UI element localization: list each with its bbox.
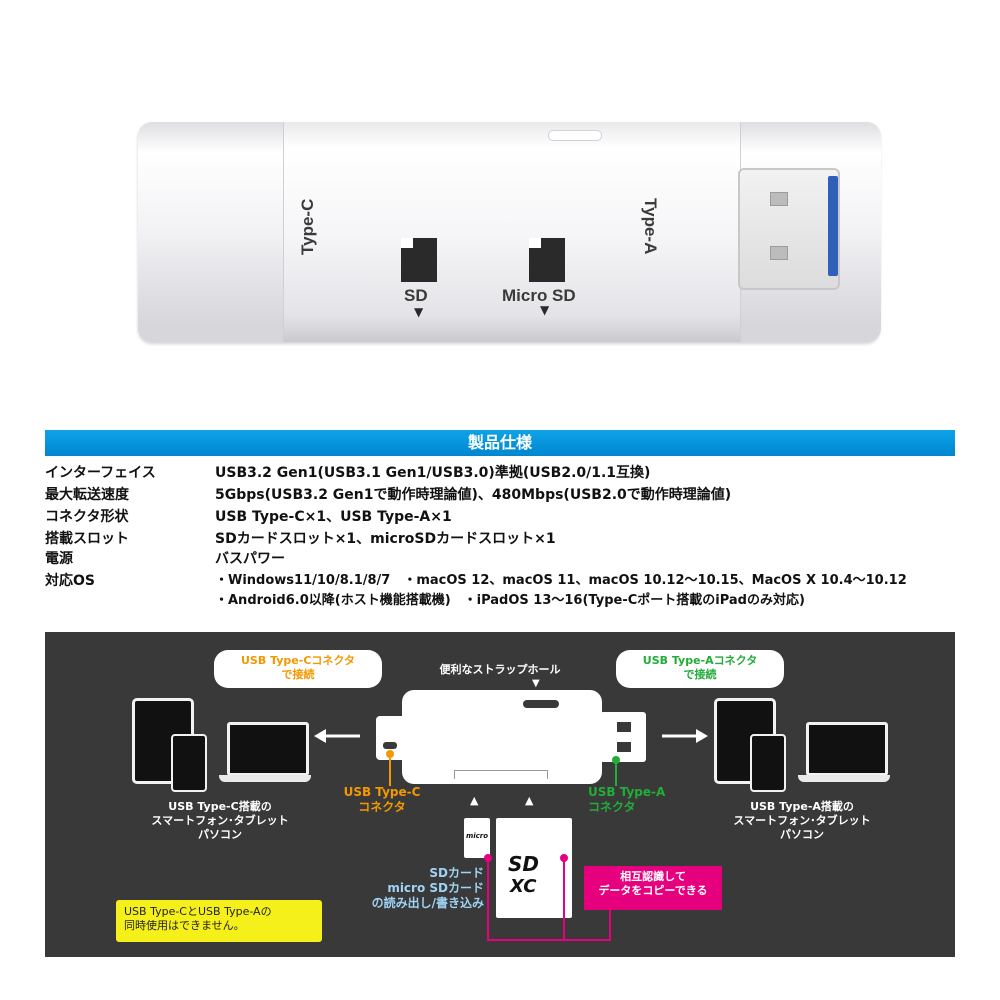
reader-illustration bbox=[402, 690, 602, 784]
label-type-c: Type-C bbox=[298, 198, 317, 256]
strap-arrow-icon: ▼ bbox=[532, 678, 540, 689]
spec-value: ・Android6.0以降(ホスト機能搭載機) ・iPadOS 13～16(Ty… bbox=[215, 593, 805, 608]
typea-pin-icon bbox=[617, 722, 631, 732]
spec-label: コネクタ形状 bbox=[45, 509, 129, 525]
label-sd: SD bbox=[404, 286, 428, 305]
spec-value: バスパワー bbox=[215, 551, 285, 567]
strap-hole-icon bbox=[523, 700, 559, 708]
typea-connector-line: コネクタ bbox=[588, 800, 636, 814]
usb-a-blue-tongue bbox=[828, 176, 838, 276]
spec-label: 搭載スロット bbox=[45, 531, 129, 547]
notice-line: USB Type-CとUSB Type-Aの bbox=[124, 905, 272, 918]
insert-arrow-icon: ▲ bbox=[470, 794, 479, 807]
laptop-base bbox=[219, 775, 311, 782]
spec-row: ・Android6.0以降(ホスト機能搭載機) ・iPadOS 13～16(Ty… bbox=[45, 590, 965, 612]
card-rw-line: の読み出し/書き込み bbox=[371, 896, 484, 910]
typec-port-icon bbox=[383, 742, 397, 749]
right-arrow-icon bbox=[662, 729, 708, 743]
smartphone-icon bbox=[750, 734, 786, 792]
usb-a-pin bbox=[770, 192, 788, 206]
sd-card-illustration bbox=[496, 818, 572, 918]
spec-value: 5Gbps(USB3.2 Gen1で動作時理論値)、480Mbps(USB2.0… bbox=[215, 487, 732, 503]
notice-line: 同時使用はできません。 bbox=[124, 919, 245, 932]
usb-a-pin bbox=[770, 246, 788, 260]
microsd-card-illustration bbox=[464, 818, 490, 858]
spec-row: インターフェイス USB3.2 Gen1(USB3.1 Gen1/USB3.0)… bbox=[45, 462, 965, 484]
mutual-copy-box: 相互認識して データをコピーできる bbox=[584, 866, 722, 910]
spec-label: 対応OS bbox=[45, 573, 95, 589]
smartphone-icon bbox=[171, 734, 207, 792]
card-rw-line: micro SDカード bbox=[387, 881, 484, 895]
microsd-logo: micro bbox=[465, 832, 489, 840]
right-devices-label: USB Type-A搭載の スマートフォン･タブレット パソコン bbox=[722, 800, 882, 842]
spec-label: 電源 bbox=[45, 551, 73, 567]
bubble-text: USB Type-Cコネクタ bbox=[241, 654, 355, 667]
mutual-copy-connector bbox=[484, 854, 611, 941]
left-devices-label: USB Type-C搭載の スマートフォン･タブレット パソコン bbox=[140, 800, 300, 842]
bubble-text: で接続 bbox=[683, 668, 717, 681]
spec-row: 搭載スロット SDカードスロット×1、microSDカードスロット×1 bbox=[45, 528, 965, 550]
spec-row: 最大転送速度 5Gbps(USB3.2 Gen1で動作時理論値)、480Mbps… bbox=[45, 484, 965, 506]
left-devices-line: USB Type-C搭載の bbox=[168, 800, 272, 813]
typec-connector-line: USB Type-C bbox=[343, 785, 421, 799]
mutual-copy-line: 相互認識して bbox=[620, 870, 686, 883]
sd-card-icon bbox=[401, 238, 437, 282]
card-rw-line: SDカード bbox=[429, 866, 484, 880]
typea-pointer-line bbox=[615, 762, 617, 786]
spec-label: インターフェイス bbox=[45, 465, 156, 481]
usb-a-plug bbox=[738, 168, 840, 290]
typea-plug-illustration bbox=[600, 712, 646, 762]
card-slot-icon bbox=[454, 770, 548, 779]
bubble-text: USB Type-Aコネクタ bbox=[642, 654, 758, 667]
sdxc-logo: XC bbox=[510, 876, 537, 897]
laptop-icon bbox=[806, 722, 888, 776]
typea-connect-bubble: USB Type-Aコネクタ で接続 bbox=[616, 650, 784, 688]
typec-pointer-line bbox=[389, 756, 391, 786]
microsd-card-icon bbox=[529, 238, 565, 282]
spec-title: 製品仕様 bbox=[45, 430, 955, 456]
right-devices-line: USB Type-A搭載の bbox=[750, 800, 854, 813]
spec-value: USB3.2 Gen1(USB3.1 Gen1/USB3.0)準拠(USB2.0… bbox=[215, 465, 651, 481]
card-rw-label: SDカード micro SDカード の読み出し/書き込み bbox=[344, 866, 484, 911]
spec-value: ・Windows11/10/8.1/8/7 ・macOS 12、macOS 11… bbox=[215, 573, 907, 588]
typec-connector-label: USB Type-C コネクタ bbox=[332, 785, 432, 815]
label-microsd: Micro SD bbox=[502, 286, 576, 305]
sd-arrow-icon: ▼ bbox=[414, 305, 424, 319]
insert-arrow-icon: ▲ bbox=[525, 794, 534, 807]
microsd-arrow-icon: ▼ bbox=[540, 303, 550, 317]
laptop-base bbox=[798, 775, 890, 782]
left-arrow-icon bbox=[314, 729, 360, 743]
spec-row: コネクタ形状 USB Type-C×1、USB Type-A×1 bbox=[45, 506, 965, 528]
label-type-a: Type-A bbox=[641, 197, 660, 255]
spec-value: USB Type-C×1、USB Type-A×1 bbox=[215, 509, 452, 525]
typec-pointer-icon bbox=[386, 750, 394, 758]
typec-connect-bubble: USB Type-Cコネクタ で接続 bbox=[214, 650, 382, 688]
left-devices-line: スマートフォン･タブレット bbox=[151, 814, 289, 827]
typea-connector-line: USB Type-A bbox=[588, 785, 666, 799]
strap-hole-label: 便利なストラップホール bbox=[439, 663, 561, 676]
typea-pin-icon bbox=[617, 742, 631, 752]
typec-cap bbox=[138, 122, 284, 342]
spec-value: SDカードスロット×1、microSDカードスロット×1 bbox=[215, 531, 556, 547]
left-devices-line: パソコン bbox=[198, 828, 242, 841]
mutual-copy-line: データをコピーできる bbox=[598, 884, 708, 897]
typea-pointer-icon bbox=[612, 756, 620, 764]
spec-label: 最大転送速度 bbox=[45, 487, 129, 503]
spec-row: 電源 バスパワー bbox=[45, 548, 965, 570]
typec-connector-line: コネクタ bbox=[358, 800, 406, 814]
bubble-text: で接続 bbox=[281, 668, 315, 681]
typea-connector-label: USB Type-A コネクタ bbox=[588, 785, 688, 815]
sd-logo: SD bbox=[508, 852, 540, 876]
right-devices-line: スマートフォン･タブレット bbox=[733, 814, 871, 827]
laptop-icon bbox=[227, 722, 309, 776]
strap-hole bbox=[548, 130, 602, 141]
spec-row: 対応OS ・Windows11/10/8.1/8/7 ・macOS 12、mac… bbox=[45, 570, 965, 592]
right-devices-line: パソコン bbox=[780, 828, 824, 841]
simultaneous-use-notice: USB Type-CとUSB Type-Aの 同時使用はできません。 bbox=[116, 900, 322, 942]
